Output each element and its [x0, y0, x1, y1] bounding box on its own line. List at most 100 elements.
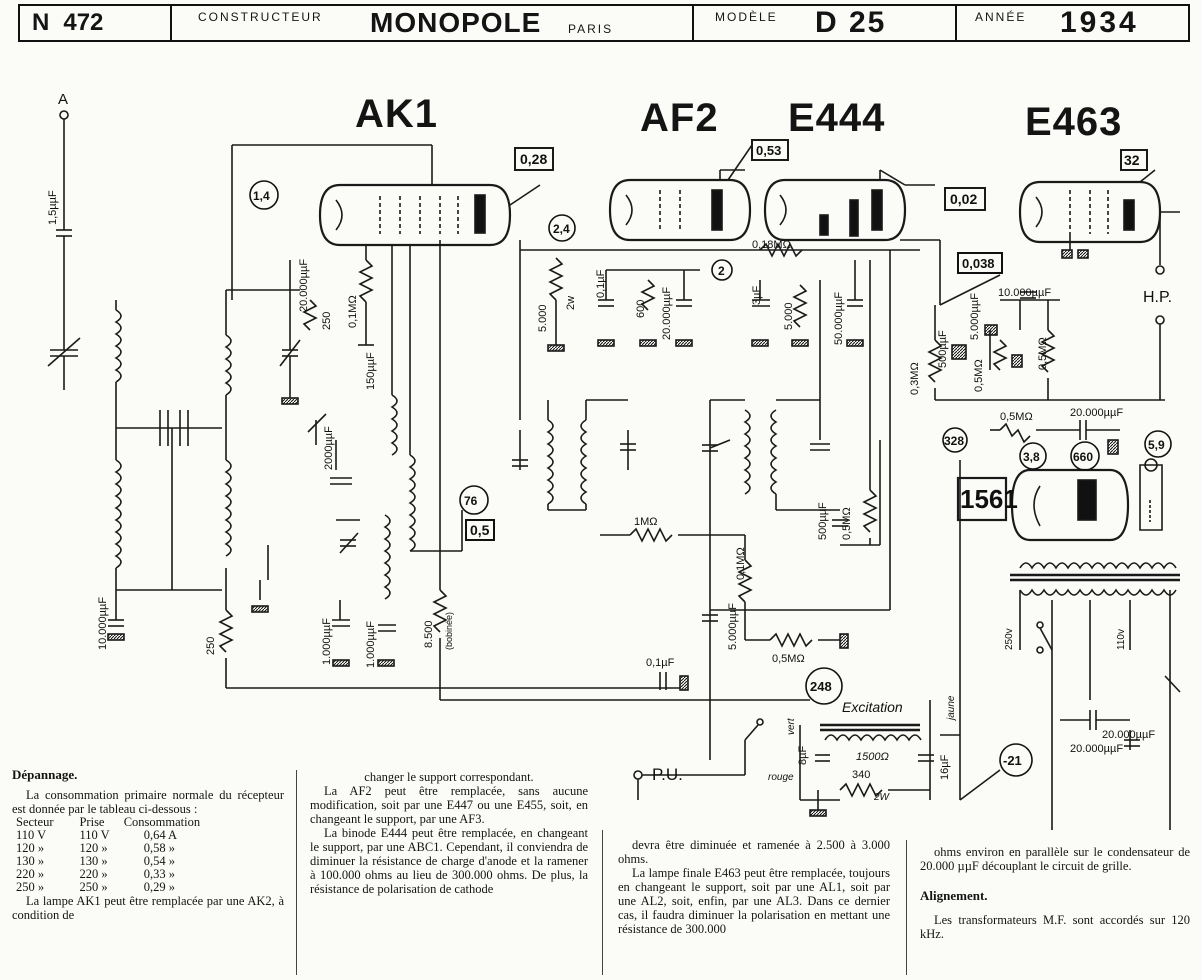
model: D 25: [815, 6, 887, 39]
cap-10000: 10.000µµF: [97, 597, 109, 650]
table-header-consommation: Consommation: [123, 815, 201, 829]
val-002: 0,02: [950, 191, 977, 207]
cap-16: 16µF: [939, 754, 951, 780]
val-028: 0,28: [520, 151, 547, 167]
res-05d: 0,5MΩ: [1000, 411, 1033, 423]
val-76: 76: [464, 494, 478, 508]
res-8500: 8.500: [423, 620, 435, 648]
res-340: 340: [852, 769, 870, 781]
res-1m: 1MΩ: [634, 516, 658, 528]
text-column-4: ohms environ en parallèle sur le condens…: [920, 845, 1190, 941]
cap-01a: 0,1µF: [595, 269, 607, 298]
col2-paragraph-2: La binode E444 peut être remplacée, en c…: [310, 826, 588, 896]
cap-1000b: 1.000µµF: [365, 621, 377, 668]
text-column-3: devra être diminuée et ramenée à 2.500 à…: [618, 838, 890, 936]
cap-10000a: 10.000µµF: [998, 287, 1051, 299]
header-bar: N 472 CONSTRUCTEUR MONOPOLE PARIS MODÈLE…: [18, 4, 1190, 42]
cap-20000b: 20.000µµF: [661, 287, 673, 340]
res-2w: 2w: [565, 296, 577, 310]
cap-150: 150µµF: [365, 352, 377, 390]
val-32: 32: [1124, 152, 1140, 168]
col2-paragraph-0: changer le support correspondant.: [364, 770, 534, 784]
res-2w2: 2W: [873, 792, 891, 803]
annee-label: ANNÉE: [975, 10, 1027, 24]
cap-20000e: 20.000µµF: [1102, 729, 1155, 741]
text-column-1: Dépannage. La consommation primaire norm…: [12, 767, 284, 923]
res-05b: 0,5MΩ: [1037, 337, 1049, 370]
val-14: 1,4: [253, 189, 270, 203]
constructeur-label: CONSTRUCTEUR: [198, 10, 323, 24]
cap-15: 1,5µµF: [47, 190, 59, 225]
text-column-2: changer le support correspondant. La AF2…: [310, 770, 588, 896]
depannage-paragraph-1: La consommation primaire normale du réce…: [12, 788, 284, 816]
wire-vert: vert: [786, 717, 797, 735]
cap-3: 3µF: [751, 286, 763, 305]
wire-rouge: rouge: [768, 772, 794, 783]
col3-paragraph-2: La lampe finale E463 peut être remplacée…: [618, 866, 890, 936]
val-2: 2: [718, 264, 725, 278]
res-250b: 250: [205, 637, 217, 655]
res-5000: 5.000: [537, 304, 549, 332]
res-5000b: 5.000: [783, 302, 795, 330]
cap-20000d: 20.000µµF: [1070, 743, 1123, 755]
brand: MONOPOLE: [370, 7, 542, 38]
hp-terminal-bottom: [1155, 315, 1165, 325]
val-248: 248: [810, 679, 832, 694]
cap-01b: 0,1µF: [646, 657, 675, 669]
table-row: 220 » 220 » 0,33 »: [16, 867, 175, 881]
res-05e: 0,5MΩ: [841, 507, 853, 540]
table-row: 120 » 120 » 0,58 »: [16, 841, 175, 855]
sheet-number: N 472: [32, 6, 103, 40]
tap-250v: 250v: [1004, 628, 1015, 650]
val-05: 0,5: [470, 522, 490, 538]
cap-20000a: 20.000µµF: [298, 259, 310, 312]
city: PARIS: [568, 22, 614, 36]
val-38: 3,8: [1023, 450, 1040, 464]
year: 1934: [1060, 6, 1139, 39]
depannage-paragraph-2: La lampe AK1 peut être remplacée par une…: [12, 894, 284, 922]
table-header-secteur: Secteur: [16, 815, 54, 829]
hp-label: H.P.: [1143, 289, 1172, 306]
excitation-label: Excitation: [842, 699, 903, 715]
alignement-heading: Alignement.: [920, 888, 988, 903]
cap-500: 500µµF: [937, 330, 949, 368]
cap-5000: 5.000µµF: [969, 293, 981, 340]
consumption-table: Secteur Prise Consommation 110 V 110 V 0…: [12, 816, 204, 894]
tube-af2-label: AF2: [640, 96, 719, 140]
val-1561: 1561: [960, 484, 1018, 514]
number-prefix: N: [32, 9, 50, 36]
table-header-prise: Prise: [79, 815, 105, 829]
val-0038: 0,038: [962, 256, 995, 271]
antenna-terminal: [59, 110, 69, 120]
val-59: 5,9: [1148, 438, 1165, 452]
res-05c: 0,5MΩ: [772, 653, 805, 665]
antenna-label: A: [58, 91, 68, 108]
cap-5000b: 5.000µµF: [727, 603, 739, 650]
table-row: 130 » 130 » 0,54 »: [16, 854, 175, 868]
res-bobinee: (bobinée): [444, 612, 454, 650]
res-600: 600: [635, 300, 647, 318]
col2-paragraph-1: La AF2 peut être remplacée, sans aucune …: [310, 784, 588, 826]
tap-110v: 110v: [1116, 629, 1127, 650]
res-03: 0,3MΩ: [909, 362, 921, 395]
res-1500: 1500Ω: [856, 751, 889, 763]
depannage-heading: Dépannage.: [12, 767, 78, 782]
val-053: 0,53: [756, 143, 781, 158]
modele-label: MODÈLE: [715, 10, 778, 24]
cap-20000c: 20.000µµF: [1070, 407, 1123, 419]
col3-paragraph-1: devra être diminuée et ramenée à 2.500 à…: [618, 838, 890, 866]
number-value: 472: [63, 9, 104, 36]
res-05a: 0,5MΩ: [973, 359, 985, 392]
tube-e444-label: E444: [788, 96, 886, 140]
res-018: 0,18MΩ: [752, 239, 791, 251]
val-21: -21: [1003, 753, 1022, 768]
table-row: 110 V 110 V 0,64 A: [16, 828, 178, 842]
cap-8: 8µF: [797, 746, 809, 765]
tube-ak1-label: AK1: [355, 92, 439, 136]
cap-1000a: 1.000µµF: [321, 618, 333, 665]
hp-terminal-top: [1155, 265, 1165, 275]
col4-paragraph-1: ohms environ en parallèle sur le condens…: [920, 845, 1190, 873]
res-01m: 0,1MΩ: [735, 547, 747, 580]
val-660: 660: [1073, 450, 1093, 464]
